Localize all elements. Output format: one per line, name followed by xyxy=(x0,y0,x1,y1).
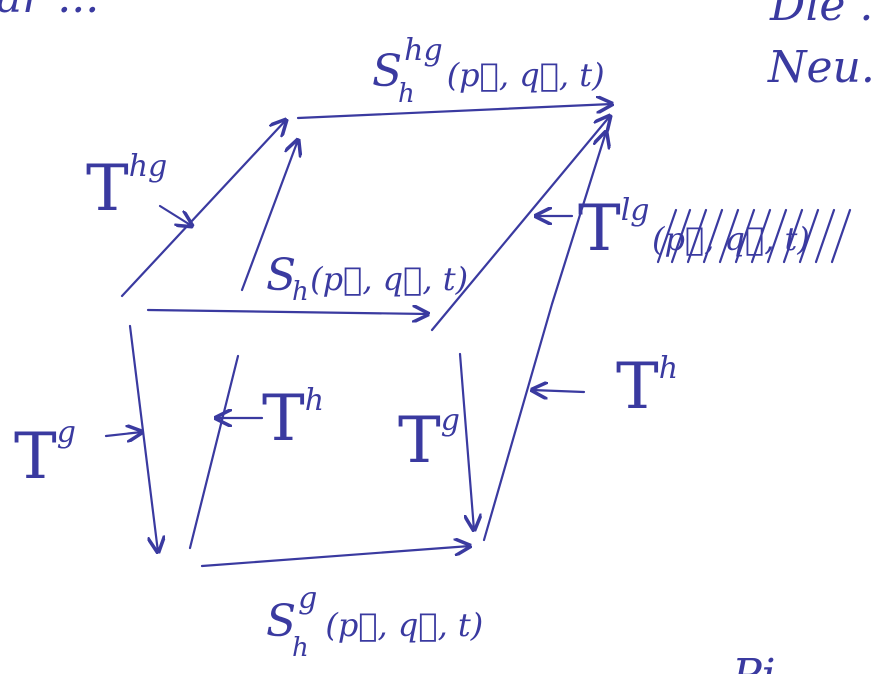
label-T-lg: Tlg xyxy=(578,192,650,266)
label-T-h-right: Th xyxy=(616,350,678,424)
pointer-h-right xyxy=(532,390,586,392)
fragment-top-right-1: Die ... xyxy=(769,0,874,31)
label-S-top-sub: h xyxy=(398,79,415,109)
label-S-mid: S(p⃗, q⃗, t) xyxy=(266,250,468,301)
edge-top-back xyxy=(296,104,612,120)
edge-inner-diagonal xyxy=(240,140,298,292)
edge-g-left xyxy=(128,324,158,552)
edge-mid-front xyxy=(146,310,428,314)
label-T-h-left: Th xyxy=(262,382,324,456)
label-T-g-mid: Tg xyxy=(398,403,460,478)
fragment-top-left: ar ... xyxy=(0,0,99,23)
label-S-mid-sub: h xyxy=(292,277,309,307)
label-S-bottom: Sg(p⃗, q⃗, t) xyxy=(266,581,483,647)
label-S-bottom-sub: h xyxy=(292,633,309,663)
fragment-top-right-2: Neu... xyxy=(767,42,874,93)
svg-text:(p⃗, q⃗, t): (p⃗, q⃗, t) xyxy=(652,220,810,258)
edge-h-right xyxy=(482,132,606,542)
edge-bottom xyxy=(200,546,470,568)
crossed-out-args: (p⃗, q⃗, t) xyxy=(652,208,852,264)
label-S-top: Shg(p⃗, q⃗, t) xyxy=(372,33,605,97)
label-T-g-left: Tg xyxy=(14,415,76,494)
edge-g-mid xyxy=(458,352,474,530)
fragment-bottom-right: ... Pi xyxy=(676,650,776,674)
label-T-hg: Thg xyxy=(86,149,167,226)
pointer-hg xyxy=(158,204,192,226)
pointer-g-left xyxy=(104,432,142,436)
edge-hg-diagonal xyxy=(120,120,286,298)
edge-h-left xyxy=(188,354,240,550)
edge-right-diagonal xyxy=(430,116,610,332)
